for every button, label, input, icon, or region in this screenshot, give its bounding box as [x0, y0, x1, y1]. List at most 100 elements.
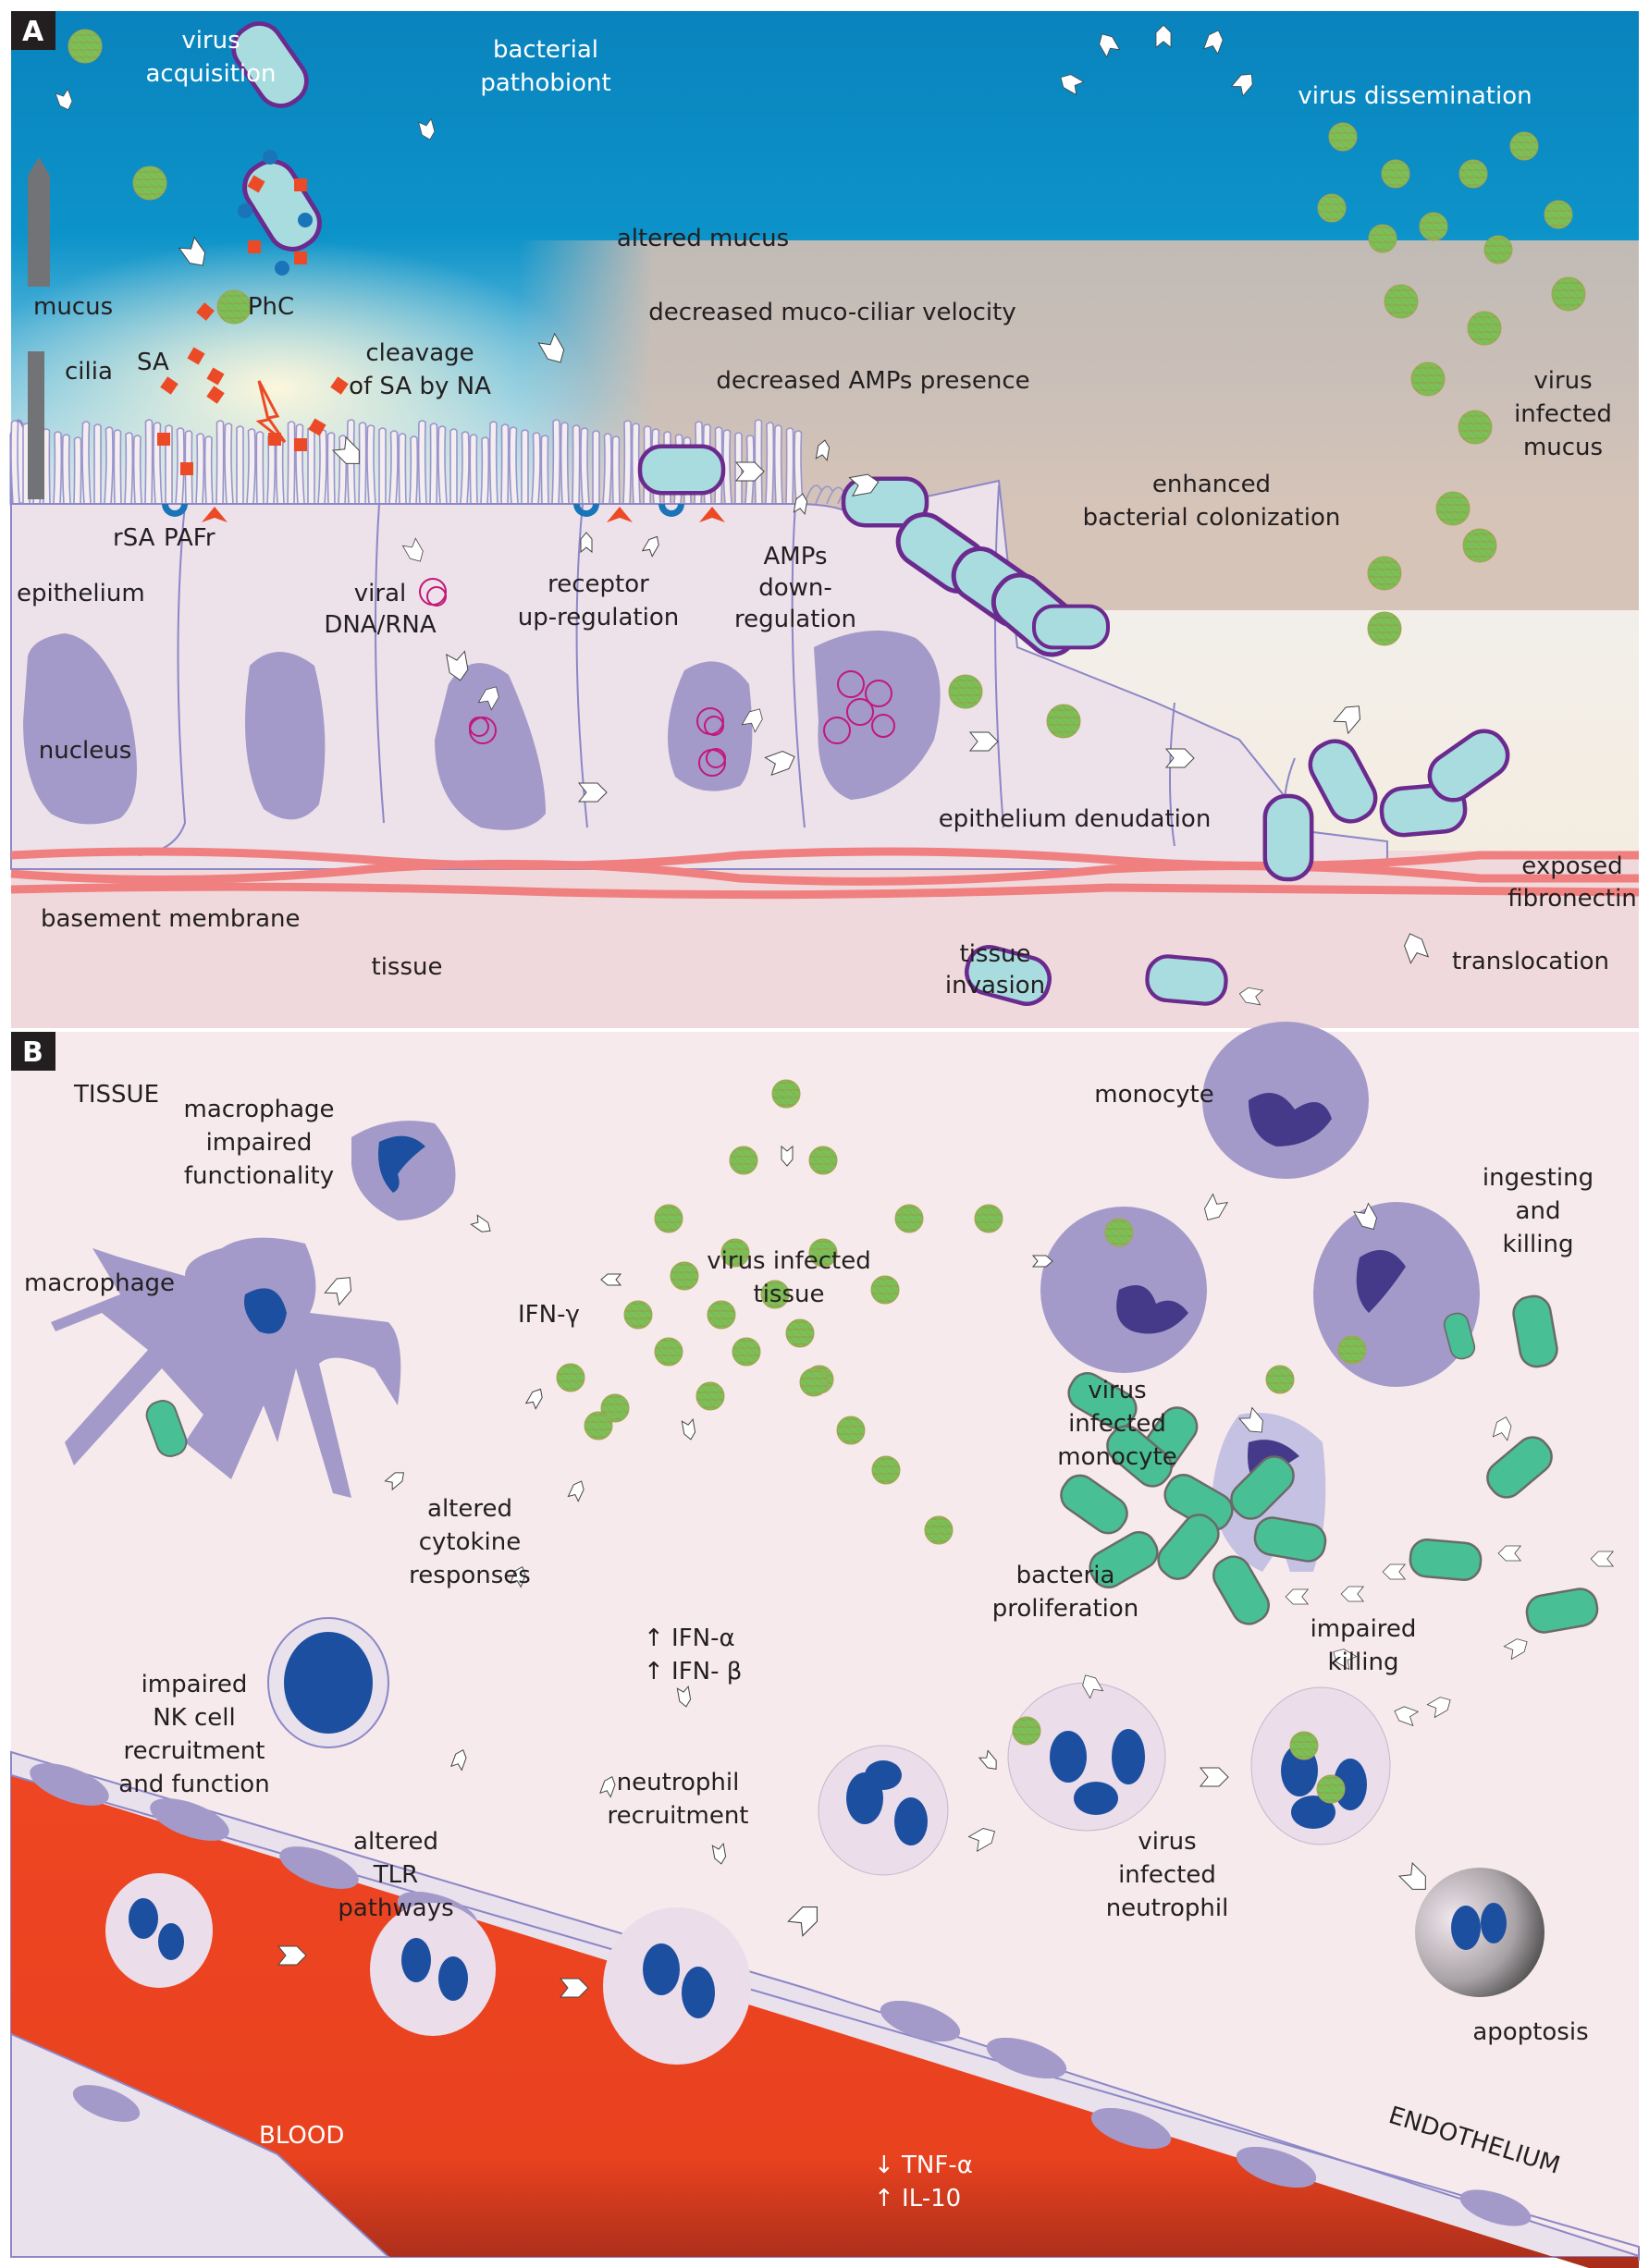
label-bacteria-proliferation-1: bacteria: [1016, 1562, 1115, 1589]
label-altered-tlr-2: TLR: [373, 1861, 418, 1889]
label-apoptosis: apoptosis: [1472, 2018, 1588, 2046]
impaired-macrophage-body: [351, 1121, 456, 1220]
cilium: [275, 436, 285, 505]
nucleus-4: [668, 661, 753, 791]
cilium: [287, 421, 296, 505]
cilium: [469, 434, 478, 505]
label-amps-downreg-3: regulation: [734, 606, 856, 633]
label-neutrophil-recruitment-1: neutrophil: [617, 1769, 740, 1796]
cilium: [10, 420, 20, 505]
label-decreased-amps: decreased AMPs presence: [716, 367, 1029, 395]
cilium: [104, 426, 114, 505]
label-tnf-alpha: ↓ TNF-α: [874, 2152, 973, 2179]
cilium: [580, 427, 590, 505]
label-impaired-nk-1: impaired: [142, 1671, 248, 1698]
cilium: [765, 422, 775, 505]
label-altered-tlr-1: altered: [353, 1828, 438, 1856]
label-il10: ↑ IL-10: [874, 2185, 961, 2213]
label-cleavage-1: cleavage: [365, 339, 474, 367]
label-virus-infected-neutrophil-1: virus: [1138, 1828, 1196, 1856]
panel-b-badge: [11, 1032, 55, 1071]
cilium: [773, 424, 783, 505]
label-impaired-killing-2: killing: [1328, 1649, 1399, 1676]
cilium: [429, 423, 438, 505]
label-macrophage-impaired-2: impaired: [206, 1129, 313, 1157]
label-impaired-nk-2: NK cell: [153, 1704, 236, 1732]
cilium: [378, 427, 387, 504]
label-impaired-nk-3: recruitment: [124, 1737, 265, 1765]
cilium: [398, 433, 407, 505]
cilium: [551, 419, 561, 505]
label-virus-infected-mucus-1: virus: [1533, 367, 1592, 395]
label-tissue-invasion-2: invasion: [945, 972, 1045, 999]
neutrophil-blood-1: [105, 1873, 213, 1988]
label-virus-infected-tissue-2: tissue: [754, 1281, 825, 1308]
cilium: [592, 430, 600, 504]
label-mucus: mucus: [33, 293, 113, 321]
label-amps-downreg-2: down-: [758, 574, 832, 602]
cilium: [815, 485, 833, 505]
cilium: [437, 425, 448, 505]
nucleus-3: [435, 663, 546, 830]
neutrophil-blood-3: [603, 1907, 751, 2065]
label-translocation: translocation: [1452, 948, 1609, 975]
nk-cell: [267, 1617, 389, 1748]
label-decreased-mcv: decreased muco-ciliar velocity: [648, 299, 1016, 326]
label-ifn-beta: ↑ IFN- β: [644, 1658, 742, 1686]
label-cilia: cilia: [65, 358, 113, 386]
cilium: [93, 423, 102, 504]
cilium: [521, 429, 529, 505]
cilium: [409, 435, 419, 505]
label-cleavage-2: of SA by NA: [349, 373, 491, 400]
panel-a-badge: [11, 11, 55, 50]
cilium: [572, 424, 581, 505]
cilium: [734, 432, 743, 504]
cilium: [358, 422, 367, 505]
cilium: [388, 430, 399, 505]
cilium: [81, 421, 92, 505]
basement-membrane: [10, 847, 1640, 900]
label-enhanced-colonization-1: enhanced: [1152, 471, 1271, 498]
label-tissue-invasion-1: tissue: [960, 940, 1031, 968]
phc-ligands: [238, 150, 313, 276]
macrophage-body: [51, 1237, 401, 1498]
label-pafr: PAFr: [164, 524, 215, 552]
cilium: [531, 432, 541, 505]
cilium: [602, 433, 612, 505]
label-receptor-upreg-2: up-regulation: [518, 604, 679, 631]
receptors: [162, 504, 725, 522]
label-altered-cytokine-1: altered: [427, 1495, 512, 1523]
endothelial-nuclei: [30, 1763, 1532, 2226]
label-virus-infected-neutrophil-3: neutrophil: [1106, 1894, 1229, 1922]
label-basement-membrane: basement membrane: [41, 905, 301, 933]
label-virus-acquisition-1: virus: [181, 27, 240, 55]
cilia-scale-bar: [28, 351, 44, 499]
neutrophils: [105, 1682, 1544, 2065]
cilium: [480, 436, 490, 505]
label-altered-cytokine-2: cytokine: [419, 1528, 522, 1556]
label-phc: PhC: [248, 293, 294, 321]
label-bacterial-pathobiont-2: pathobiont: [480, 69, 610, 97]
nucleus-2: [245, 652, 326, 820]
neutrophil-apoptotic: [1415, 1868, 1544, 1997]
neutrophil-infected: [1007, 1682, 1166, 1832]
cilium: [61, 434, 71, 505]
cilium: [53, 431, 63, 505]
viral-rna-tangles: [419, 578, 895, 777]
sialic-acid-molecules: [157, 302, 349, 475]
ingesting-monocyte: [1313, 1202, 1480, 1387]
nucleus-1: [23, 633, 137, 825]
cilium: [203, 435, 214, 505]
label-receptor-upreg-1: receptor: [548, 570, 649, 598]
cilium: [124, 432, 134, 505]
panel-a-labels: virus acquisition bacterial pathobiont v…: [17, 27, 1637, 999]
neutrophil-tissue: [818, 1745, 949, 1876]
cilium: [307, 426, 315, 505]
cilium: [326, 432, 336, 505]
cilium: [113, 429, 122, 505]
neutrophil-blood-2: [370, 1903, 496, 2036]
cilium: [509, 426, 519, 505]
label-virus-infected-tissue-1: virus infected: [707, 1247, 870, 1275]
label-amps-downreg-1: AMPs: [764, 543, 828, 570]
